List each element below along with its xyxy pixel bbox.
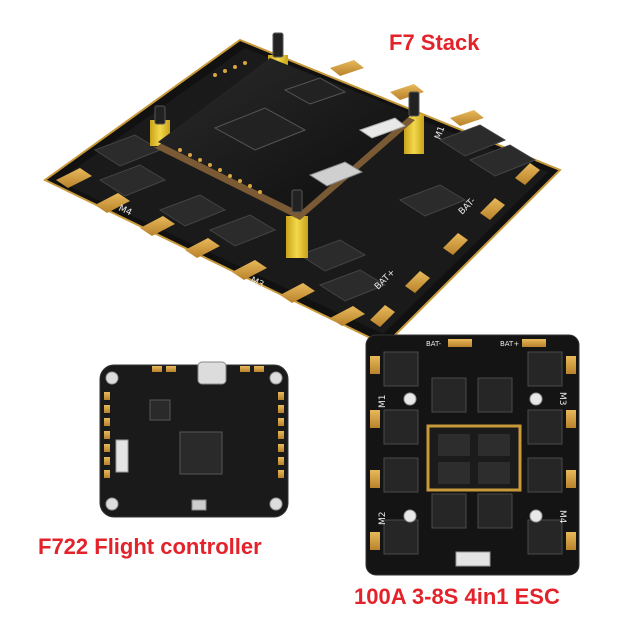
esc-label-m1: M1: [378, 395, 388, 409]
esc-4in1: M1 M2 M3 M4 BAT- BAT+: [365, 334, 580, 576]
fc-mcu-chip: [179, 431, 223, 475]
stack-fc-edge-vias: [178, 61, 262, 194]
esc-mosfets: [383, 351, 563, 555]
esc-label-m3: M3: [557, 392, 567, 406]
esc-label-m2: M2: [378, 512, 388, 526]
esc-pads: [370, 339, 576, 550]
stack-fc-chips: [213, 77, 407, 187]
stack-esc-mosfets: [93, 124, 537, 302]
fc-side-connector: [115, 439, 129, 473]
f722-flight-controller: [99, 361, 289, 518]
fc-usb-c-port: [197, 361, 227, 385]
esc-label-bat-minus: BAT-: [426, 340, 442, 348]
stack-esc-label-m1: M1: [433, 125, 447, 141]
stack-screws: [154, 32, 420, 213]
caption-f722-flight-controller: F722 Flight controller: [38, 534, 262, 559]
esc-label-m4: M4: [557, 510, 567, 524]
f7-stack: M4 M3 M1 BAT+ BAT-: [43, 32, 562, 347]
caption-4in1-esc: 100A 3-8S 4in1 ESC: [354, 584, 560, 609]
stack-esc-pads: [56, 60, 540, 327]
caption-f7-stack: F7 Stack: [389, 30, 480, 55]
esc-signal-connector: [455, 551, 491, 567]
fc-pads: [104, 366, 284, 478]
esc-label-bat-plus: BAT+: [500, 340, 519, 348]
